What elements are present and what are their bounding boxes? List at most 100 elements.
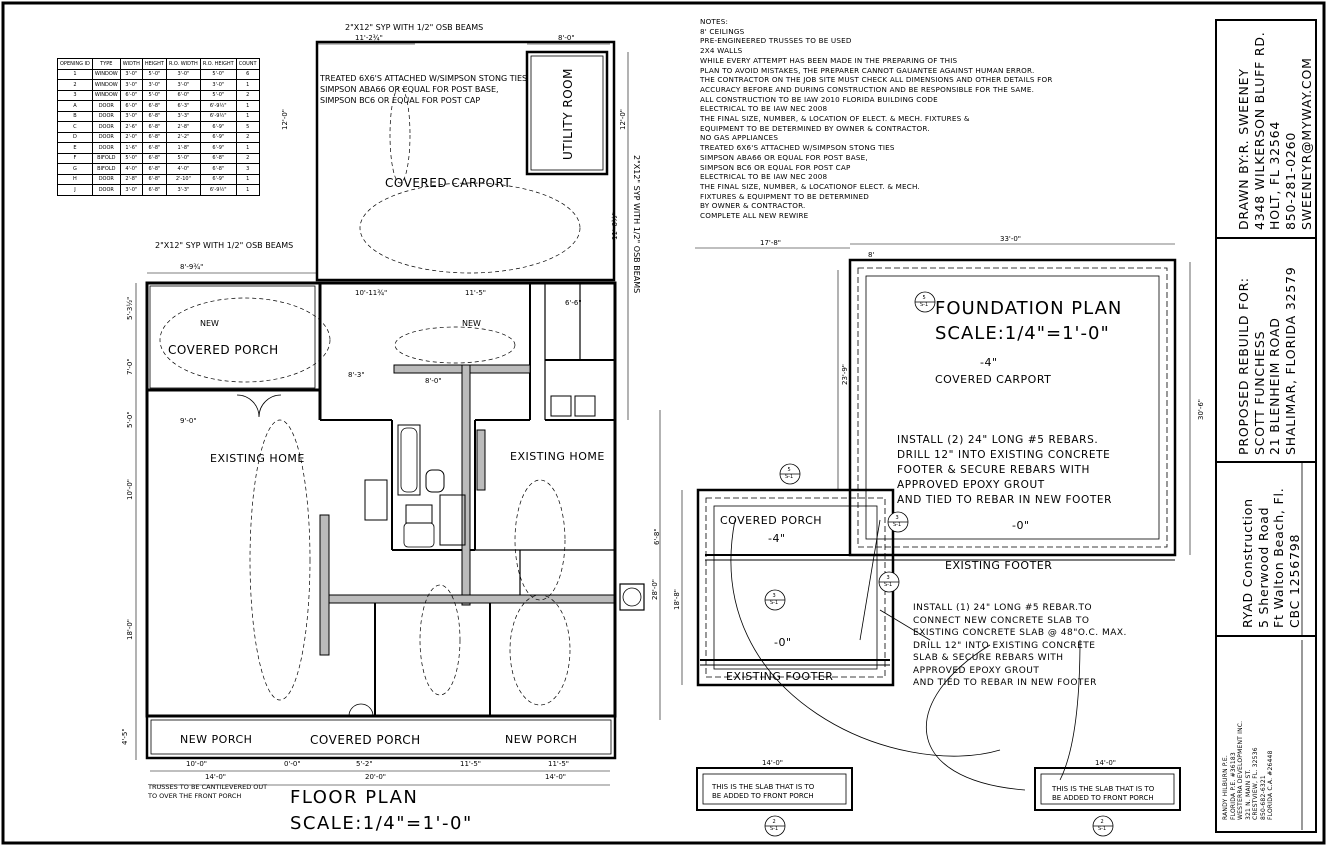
dim-v3: 11'-6½" [611,212,619,240]
schedule-cell: H [57,173,93,185]
note-line: NOTES: [700,17,729,26]
beam-note-top: 2"X12" SYP WITH 1/2" OSB BEAMS [345,23,484,32]
title-block-line: WESTERRA DEVELOPMENT INC. [1237,720,1244,820]
note-line: COMPLETE ALL NEW REWIRE [700,211,809,221]
section-markers [764,291,1114,837]
schedule-cell: 1 [235,142,260,154]
schedule-cell: 6'-9½" [199,184,237,196]
label-existing-home-right: EXISTING HOME [510,450,605,463]
schedule-cell: C [57,121,93,133]
dim-v9: 4'-5" [121,728,129,745]
title-block-line: 21 BLENHEIM ROAD [1267,317,1283,455]
schedule-cell: 5'-0" [199,68,237,80]
label-covered-porch-left: COVERED PORCH [168,343,279,357]
schedule-cell: 2 [235,131,260,143]
schedule-cell: BIFOLD [91,152,121,164]
schedule-cell: DOOR [91,173,121,185]
title-block-line: 850-682-6321 [1259,775,1267,820]
schedule-cell: 6 [235,68,260,80]
title-block-line: HOLT, FL 32564 [1267,120,1283,230]
label-new-porch-right: NEW PORCH [505,733,578,746]
title-block-frame [1215,19,1317,833]
schedule-cell: 3'-0" [119,68,143,80]
schedule-cell: 3'-0" [165,79,201,91]
schedule-cell: 3'-0" [119,184,143,196]
schedule-cell: 3'-0" [165,68,201,80]
dim-f-v30: 30'-6" [1197,398,1205,420]
schedule-cell: BIFOLD [91,163,121,175]
schedule-cell: F [57,152,93,164]
dim-r6: 9'-0" [180,417,197,425]
dim-v8: 18'-0" [126,618,134,640]
note-line: NO GAS APPLIANCES [700,133,779,143]
post-note: TREATED 6X6'S ATTACHED W/SIMPSON STONG T… [320,74,528,105]
elev-0-upper: -0" [1012,519,1030,532]
schedule-cell: 3 [235,163,260,175]
schedule-cell: 1 [57,68,93,80]
schedule-cell: 1 [235,184,260,196]
note-line: EQUIPMENT TO BE DETERMINED BY OWNER & CO… [700,123,930,133]
dim-slab-14b: 14'-0" [1095,759,1117,767]
schedule-cell: DOOR [91,184,121,196]
note-line: 2X4 WALLS [700,46,743,56]
title-block-line: SWEENEYR@MYWAY.COM [1298,57,1314,230]
schedule-cell: 6'-0" [119,100,143,112]
section-ref-3: 3 S-1 [893,515,902,528]
schedule-cell: 4'-0" [119,163,143,175]
dim-b7: 20'-0" [365,773,387,781]
schedule-cell: 1'-8" [165,142,201,154]
schedule-cell: 6'-8" [141,142,167,154]
schedule-cell: 3'-0" [141,79,167,91]
schedule-cell: 6'-9" [199,121,237,133]
schedule-cell: 6'-8" [141,163,167,175]
schedule-cell: 6'-8" [199,163,237,175]
note-line: SIMPSON BC6 OR EQUAL FOR POST CAP [700,162,851,172]
schedule-cell: 6'-8" [141,131,167,143]
dim-r2: 11'-5" [465,289,487,297]
floor-plan [135,40,661,786]
schedule-cell: 1 [235,79,260,91]
title-block-line: CBC 1256798 [1286,533,1302,628]
schedule-cell: 6'-9½" [199,110,237,122]
schedule-header: TYPE [91,58,121,70]
schedule-cell: 2 [235,89,260,101]
schedule-cell: 6'-0" [165,89,201,101]
schedule-cell: 6'-8" [141,184,167,196]
dim-top-11: 11'-2¾" [355,34,383,42]
schedule-cell: 4'-0" [165,163,201,175]
schedule-cell: DOOR [91,142,121,154]
title-block-line: 321 N. MAIN ST. [1244,769,1252,820]
schedule-cell: 2'-0" [119,131,143,143]
title-block-line: 850-281-0260 [1282,131,1298,230]
schedule-cell: 5'-0" [141,89,167,101]
beam-note-right: 2"X12" SYP WITH 1/2" OSB BEAMS [632,155,641,294]
title-block-line: SHALIMAR, FLORIDA 32579 [1282,266,1298,455]
schedule-cell: 3 [57,89,93,101]
elev-0-lower: -0" [774,636,792,649]
schedule-cell: J [57,184,93,196]
schedule-cell: A [57,100,93,112]
schedule-cell: 1'-6" [119,142,143,154]
schedule-cell: D [57,131,93,143]
porch-elev: -4" [768,532,786,545]
note-line: ELECTRICAL TO BE IAW NEC 2008 [700,104,828,114]
carport-elev: -4" [980,356,998,369]
section-ref-6: 2 S-1 [770,819,779,832]
schedule-cell: B [57,110,93,122]
note-line: BY OWNER & CONTRACTOR. [700,201,806,211]
truss-note: TRUSSES TO BE CANTILEVERED OUT TO OVER T… [148,783,268,800]
schedule-header: R.O. WIDTH [165,58,201,70]
title-block-line: DRAWN BY:R. SWEENEY [1236,68,1251,230]
